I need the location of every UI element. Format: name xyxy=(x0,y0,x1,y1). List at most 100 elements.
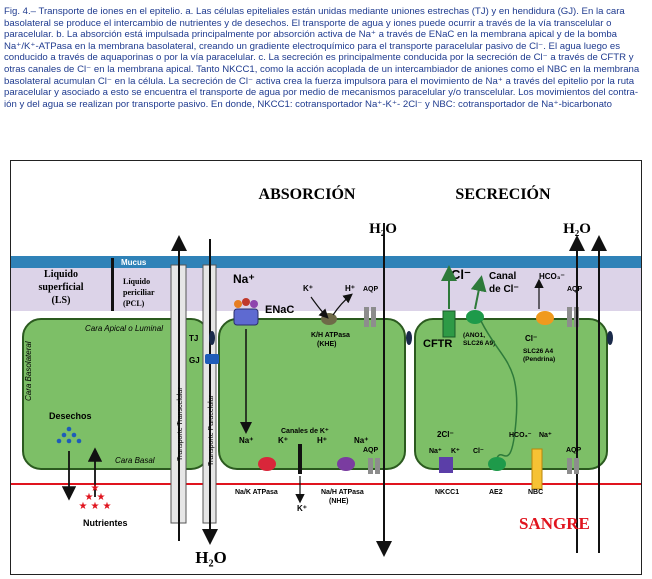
two-cl-label: 2Cl⁻ xyxy=(437,430,454,439)
nakatpasa-label: Na/K ATPasa xyxy=(235,489,278,496)
svg-text:★: ★ xyxy=(91,501,100,512)
nutrientes-label: Nutrientes xyxy=(83,518,128,528)
k-in-arrow xyxy=(310,296,329,319)
gap-junction-icon xyxy=(205,354,219,364)
nkcc1-cotransporter xyxy=(439,457,453,473)
khe-transporter xyxy=(321,313,337,325)
canal-cl-line1: Canal xyxy=(489,271,516,282)
ano1-channel xyxy=(466,310,484,324)
nakatpasa-pump xyxy=(258,457,276,471)
ae2-exchanger xyxy=(488,457,506,471)
k-nkcc-label: K⁺ xyxy=(451,448,460,455)
nbc-label: NBC xyxy=(528,489,543,496)
figure-caption: Fig. 4.– Transporte de iones en el epite… xyxy=(4,6,640,110)
tight-junction-icon xyxy=(607,331,613,345)
aqp2-label: AQP xyxy=(363,447,379,454)
title-absorcion: ABSORCIÓN xyxy=(259,184,356,203)
tight-junction-icon xyxy=(406,331,412,345)
cara-basolateral-label: Cara Basolateral xyxy=(24,341,33,401)
svg-text:★: ★ xyxy=(91,483,100,494)
nutrient-stars-icon: ★ ★★ ★★★ xyxy=(79,483,112,512)
svg-text:★: ★ xyxy=(97,492,106,503)
h-plus-top-label: H⁺ xyxy=(345,284,355,293)
k-left-label: K⁺ xyxy=(278,436,288,445)
na-mid-label: Na⁺ xyxy=(354,436,368,445)
cara-basal-label: Cara Basal xyxy=(115,456,155,465)
cl-internal-path xyxy=(480,320,518,462)
waste-dots-icon xyxy=(56,426,82,444)
khatpasa-line1: K/H ATPasa xyxy=(311,332,350,339)
cl-pendrina-label: Cl⁻ xyxy=(525,334,537,343)
aquaporin-icon xyxy=(375,458,380,474)
liquido-superficial-line3: (LS) xyxy=(52,295,71,306)
enac-label: ENaC xyxy=(265,304,294,316)
na-left-label: Na⁺ xyxy=(239,436,253,445)
h-mid-label: H⁺ xyxy=(317,436,327,445)
canales-k-label: Canales de K⁺ xyxy=(281,428,329,435)
periciliar-line3: (PCL) xyxy=(123,299,145,308)
aquaporin-icon xyxy=(364,307,369,327)
desechos-label: Desechos xyxy=(49,411,92,421)
ls-bracket xyxy=(111,258,114,311)
aquaporin-icon xyxy=(567,307,572,327)
cell-absorption xyxy=(218,318,406,470)
nbc-cotransporter xyxy=(531,448,543,490)
slc26a4-line1: SLC26 A4 xyxy=(523,348,553,355)
aquaporin-icon xyxy=(567,458,572,474)
aquaporin-icon xyxy=(574,458,579,474)
k-out-label: K⁺ xyxy=(297,504,307,513)
na-plus-label: Na⁺ xyxy=(233,272,255,286)
cara-apical-label: Cara Apical o Luminal xyxy=(85,324,163,333)
svg-text:★: ★ xyxy=(85,492,94,503)
hco3-nbc-label: HCO₃⁻ xyxy=(509,432,532,439)
slc26a4-line2: (Pendrina) xyxy=(523,356,555,363)
transporte-paracelular-label: Transporte Paracelular xyxy=(208,394,215,466)
h2o-secretion-label: H₂O xyxy=(563,221,591,237)
hco3-top-label: HCO₃⁻ xyxy=(539,272,565,281)
cell-secretion xyxy=(414,318,608,470)
h-out-arrow xyxy=(332,293,353,316)
nhatpasa-line2: (NHE) xyxy=(329,498,348,505)
aqp1-label: AQP xyxy=(363,286,379,293)
h2o-bottom-label: H₂O xyxy=(195,548,227,567)
sangre-label: SANGRE xyxy=(519,514,590,533)
cftr-channel xyxy=(442,310,456,338)
nkcc1-label: NKCC1 xyxy=(435,489,459,496)
aqp4-label: AQP xyxy=(566,447,582,454)
k-plus-top-label: K⁺ xyxy=(303,284,313,293)
cftr-label: CFTR xyxy=(423,338,452,350)
enac-channel-icon xyxy=(233,298,259,326)
ano1-line1: (ANO1, xyxy=(463,332,485,339)
ae2-label: AE2 xyxy=(489,489,503,496)
tj-label: TJ xyxy=(189,334,198,343)
na-nkcc-label: Na⁺ xyxy=(429,448,442,455)
transporte-transcelular-label: Transporte Transcelular xyxy=(177,387,184,461)
diagram-canvas: ABSORCIÓN SECRECIÓN H₂O H₂O H₂O Mucus Li… xyxy=(11,184,641,567)
ion-transport-diagram: ABSORCIÓN SECRECIÓN H₂O H₂O H₂O Mucus Li… xyxy=(10,160,642,575)
nhe-exchanger xyxy=(337,457,355,471)
aquaporin-icon xyxy=(371,307,376,327)
periciliar-layer xyxy=(11,268,641,311)
ano1-line2: SLC26 A9) xyxy=(463,340,495,347)
liquido-superficial-line1: Liquido xyxy=(44,269,78,280)
canal-cl-line2: de Cl⁻ xyxy=(489,284,519,295)
cl-ae2-label: Cl⁻ xyxy=(473,448,484,455)
aqp3-label: AQP xyxy=(567,286,583,293)
periciliar-line2: periciliar xyxy=(123,288,155,297)
canal-cl-arrow xyxy=(470,275,487,310)
na-nbc-label: Na⁺ xyxy=(539,432,552,439)
liquido-superficial-line2: superficial xyxy=(39,282,84,293)
nhatpasa-line1: Na/H ATPasa xyxy=(321,489,364,496)
title-secrecion: SECRECIÓN xyxy=(455,184,551,203)
aquaporin-icon xyxy=(368,458,373,474)
mucus-label: Mucus xyxy=(121,258,147,267)
svg-text:★: ★ xyxy=(79,501,88,512)
khatpasa-line2: (KHE) xyxy=(317,341,336,348)
mucus-layer xyxy=(11,256,641,268)
gj-label: GJ xyxy=(189,356,200,365)
tight-junction-icon xyxy=(209,331,215,345)
k-channel xyxy=(298,444,302,474)
periciliar-line1: Líquido xyxy=(123,277,150,286)
svg-text:★: ★ xyxy=(103,501,112,512)
cl-minus-label: Cl⁻ xyxy=(451,267,471,282)
